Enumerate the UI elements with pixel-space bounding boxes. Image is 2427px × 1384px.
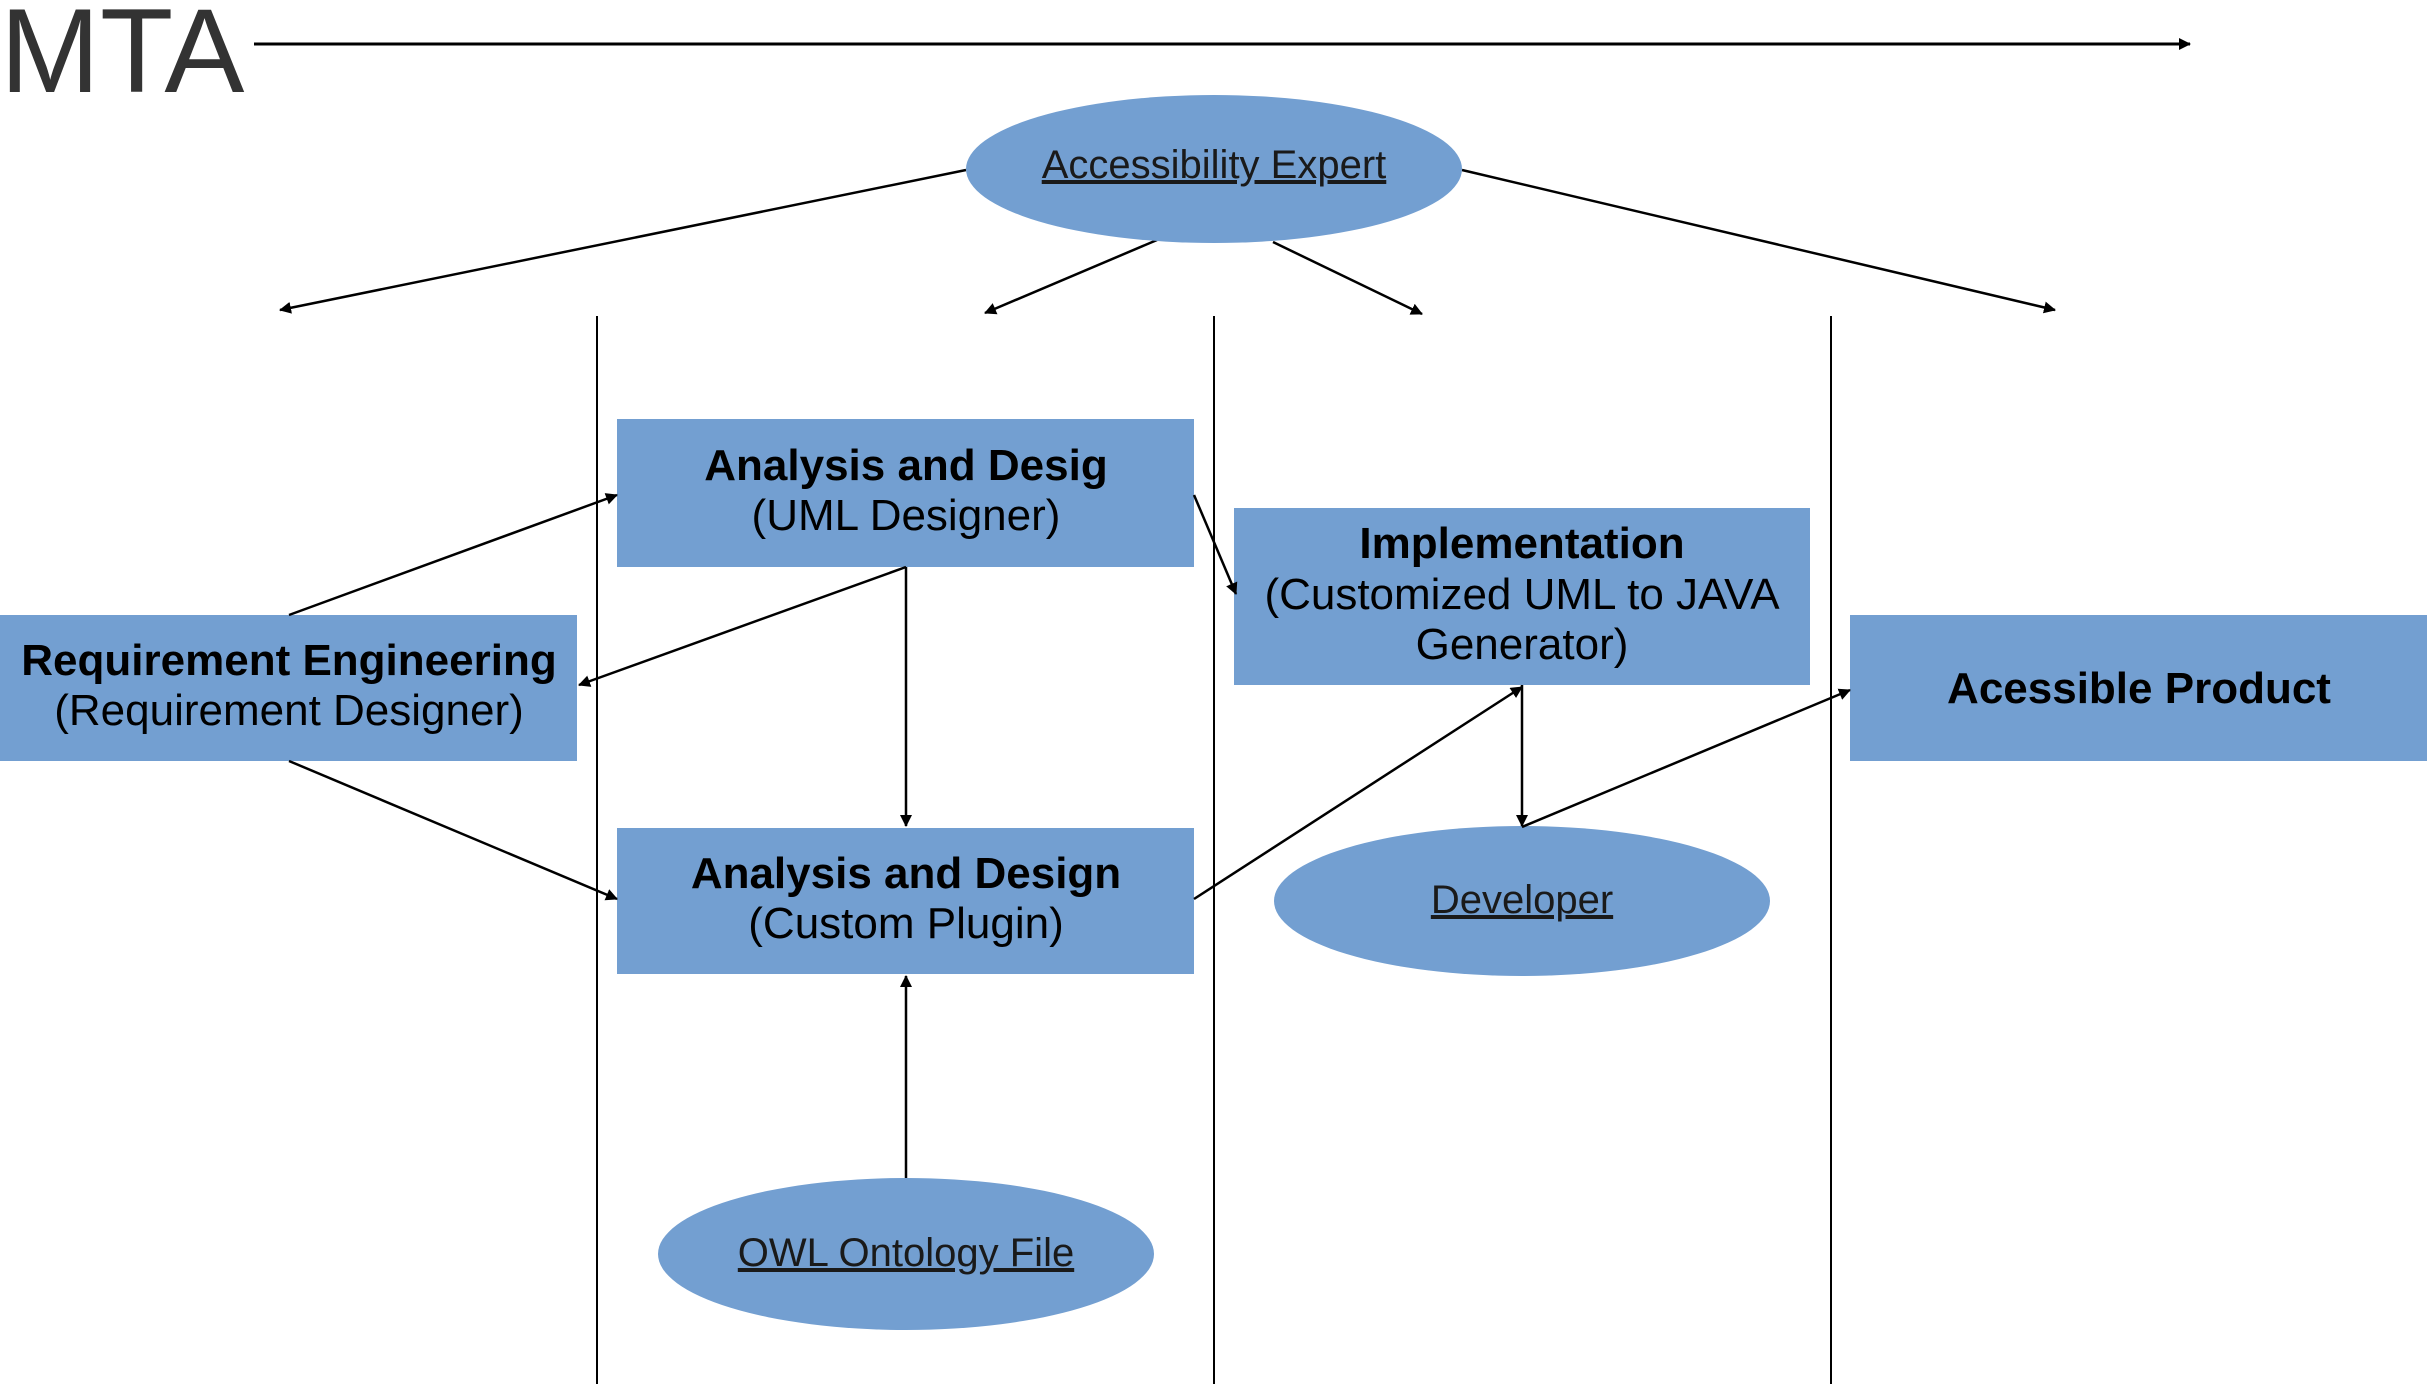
- implementation-subtitle-line1: (Customized UML to JAVA: [1264, 570, 1780, 619]
- analysis-design-uml-title: Analysis and Desig: [704, 441, 1107, 490]
- accessible-product-node[interactable]: Acessible Product: [1850, 615, 2427, 761]
- requirement-engineering-title: Requirement Engineering: [21, 636, 556, 685]
- analysis-design-plugin-subtitle: (Custom Plugin): [748, 899, 1063, 948]
- implementation-subtitle-line2: Generator): [1416, 620, 1629, 669]
- expert-to-lane1-arrow: [279, 168, 967, 314]
- req-to-plugin-arrow: [288, 759, 618, 901]
- expert-to-lane3-arrow: [1272, 240, 1423, 316]
- uml-to-req-arrow: [578, 565, 907, 687]
- expert-to-lane4-arrow: [1461, 168, 2056, 314]
- accessible-product-title: Acessible Product: [1947, 664, 2331, 713]
- req-to-uml-arrow: [288, 493, 618, 617]
- analysis-design-uml-node[interactable]: Analysis and Desig (UML Designer): [617, 419, 1194, 567]
- accessibility-expert-label: Accessibility Expert: [1042, 143, 1387, 187]
- analysis-design-uml-subtitle: (UML Designer): [752, 491, 1061, 540]
- diagram-title: MTA: [0, 0, 244, 118]
- owl-ontology-file-label: OWL Ontology File: [738, 1231, 1074, 1275]
- requirement-engineering-subtitle: (Requirement Designer): [54, 686, 524, 735]
- analysis-design-plugin-title: Analysis and Design: [691, 849, 1121, 898]
- developer-label: Developer: [1431, 878, 1613, 922]
- owl-ontology-file-node[interactable]: OWL Ontology File: [658, 1178, 1154, 1330]
- analysis-design-plugin-node[interactable]: Analysis and Design (Custom Plugin): [617, 828, 1194, 974]
- implementation-node[interactable]: Implementation (Customized UML to JAVA G…: [1234, 508, 1810, 685]
- expert-to-lane2-arrow: [984, 238, 1158, 315]
- uml-to-implementation-arrow: [1192, 494, 1238, 595]
- implementation-title: Implementation: [1359, 519, 1684, 568]
- accessibility-expert-node[interactable]: Accessibility Expert: [966, 95, 1462, 243]
- developer-to-product-arrow: [1521, 688, 1851, 829]
- requirement-engineering-node[interactable]: Requirement Engineering (Requirement Des…: [0, 615, 577, 761]
- plugin-to-implementation-arrow: [1193, 685, 1523, 901]
- developer-node[interactable]: Developer: [1274, 826, 1770, 976]
